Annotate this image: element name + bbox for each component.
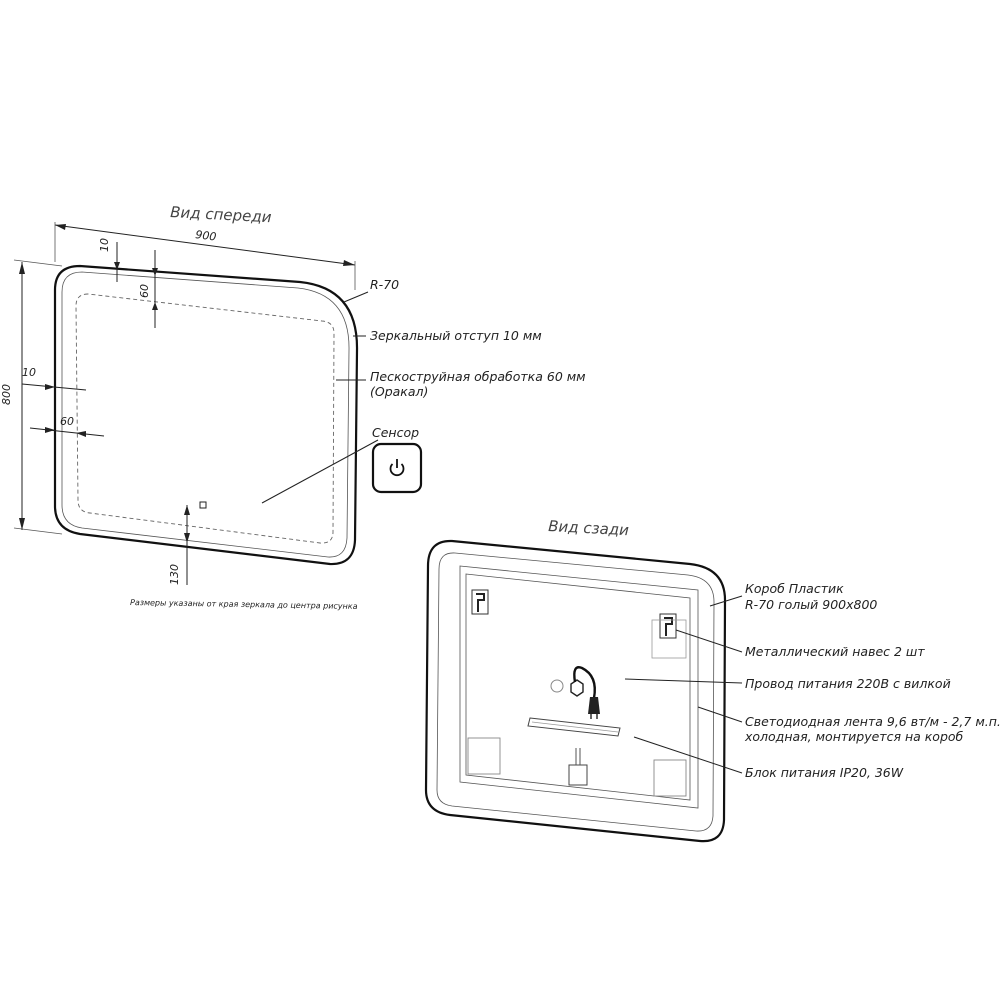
box-label-2: R-70 голый 900х800 <box>745 597 877 612</box>
dim-left-sand-value: 60 <box>60 415 74 428</box>
mirror-edge <box>61 271 350 558</box>
back-view-title: Вид сзади <box>548 517 630 539</box>
box-frame-inner <box>465 573 691 801</box>
dim-height-value: 800 <box>0 384 13 405</box>
dim-height-ext-top <box>13 259 63 267</box>
dim-top-sand-arrow-b <box>152 302 158 310</box>
dim-width-arrow-right <box>343 260 355 266</box>
dim-left-sand-arrow-a <box>45 427 55 433</box>
dim-width-arrow-left <box>55 224 66 230</box>
dim-left-offset-value: 10 <box>22 366 36 379</box>
dim-width-value: 900 <box>195 228 217 243</box>
box-inner-edge <box>436 552 715 832</box>
sandblast-frame <box>75 293 335 544</box>
power-supply <box>527 717 621 737</box>
sandblast-label-1: Пескоструйная обработка 60 мм <box>370 369 586 384</box>
box-leader <box>709 595 743 607</box>
dim-sensor-arrow-bottom <box>184 533 190 543</box>
mirror-offset-label: Зеркальный отступ 10 мм <box>370 328 542 343</box>
mirror-outline <box>53 264 359 566</box>
dim-sensor-value: 130 <box>168 564 181 585</box>
pad-bottom-left <box>467 737 501 775</box>
box-label-1: Короб Пластик <box>745 581 844 596</box>
led-leader <box>697 706 743 723</box>
dim-width-line <box>54 224 356 266</box>
power-icon <box>389 459 405 477</box>
dim-height-arrow-top <box>19 262 25 274</box>
power-cable <box>550 666 600 719</box>
pad-bottom-right <box>653 759 687 797</box>
dim-height-ext-bottom <box>13 527 63 535</box>
dim-left-offset-arrow <box>45 384 55 390</box>
back-view: Вид сзади <box>424 517 1000 843</box>
front-view: Вид спереди 900 800 10 60 10 <box>0 203 586 611</box>
dim-left-sand-line <box>29 427 105 437</box>
radius-leader <box>343 291 369 303</box>
sensor-button <box>371 442 423 494</box>
led-connector <box>568 764 588 786</box>
hanger-label: Металлический навес 2 шт <box>745 644 925 659</box>
cable-label: Провод питания 220В с вилкой <box>745 676 951 691</box>
sensor-label: Сенсор <box>372 425 419 440</box>
sandblast-label-2: (Оракал) <box>370 384 428 399</box>
led-label-1: Светодиодная лента 9,6 вт/м - 2,7 м.п. <box>745 714 1000 729</box>
dim-sensor-arrow-top <box>184 505 190 515</box>
dim-top-offset-value: 10 <box>98 238 111 252</box>
psu-label: Блок питания IP20, 36W <box>745 765 904 780</box>
hanger-right <box>651 613 687 659</box>
sensor-leader <box>261 439 379 504</box>
front-view-title: Вид спереди <box>170 203 272 226</box>
hanger-leader <box>675 629 743 653</box>
dim-height-arrow-bottom <box>19 518 25 530</box>
psu-leader <box>633 736 743 774</box>
dim-left-sand-arrow-b <box>76 431 86 437</box>
dim-top-offset-arrow <box>114 262 120 270</box>
box-frame <box>459 565 699 809</box>
hanger-left <box>471 589 489 615</box>
dim-top-sand-arrow-a <box>152 268 158 276</box>
box-outline <box>424 539 727 843</box>
cable-leader <box>624 678 743 684</box>
dim-top-sand-value: 60 <box>138 284 151 298</box>
sensor-marker <box>199 501 207 509</box>
dimensions-footnote: Размеры указаны от края зеркала до центр… <box>130 598 358 611</box>
led-label-2: холодная, монтируется на короб <box>744 729 964 744</box>
radius-label: R-70 <box>370 277 399 292</box>
